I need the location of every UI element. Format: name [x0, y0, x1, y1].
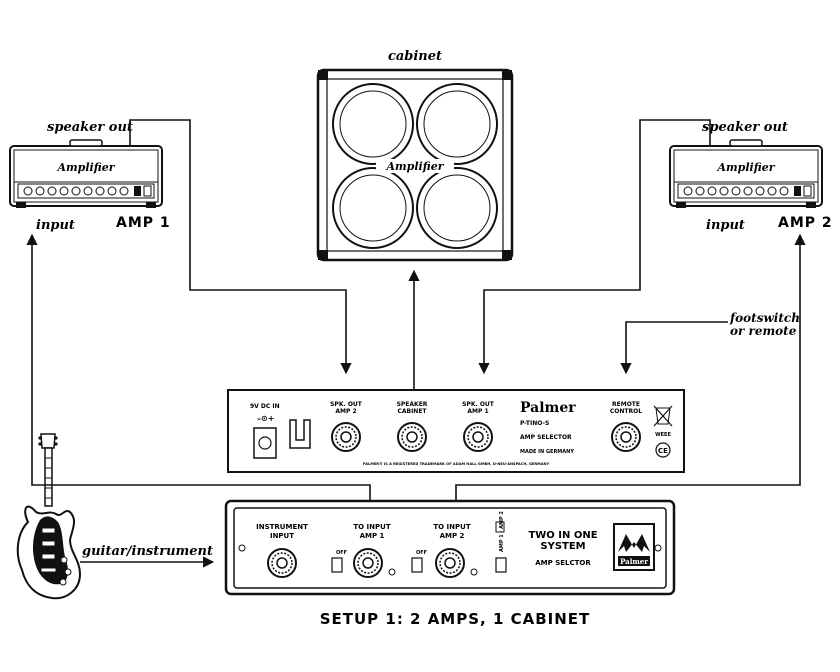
cable-amp1-to-selector: [129, 119, 352, 375]
ground-lift-switch-1: [331, 557, 343, 573]
cabinet-label: cabinet: [388, 49, 442, 64]
rear-subtitle: AMP SELECTOR: [520, 434, 572, 441]
to-amp1-label-1: TO INPUT: [353, 523, 390, 531]
amp2-label: AMP 2: [778, 215, 833, 231]
cable-amp2-to-selector: [478, 119, 711, 375]
speaker-cabinet-label-1: SPEAKER: [397, 401, 428, 408]
electric-guitar-icon: [16, 433, 82, 600]
speaker-cone: [416, 167, 498, 249]
speaker-cone: [332, 83, 414, 165]
rear-brand: Palmer: [520, 400, 576, 416]
to-amp1-jack: [353, 548, 383, 578]
cable-selector-to-amp2-input: [455, 233, 806, 501]
to-amp2-label-1: TO INPUT: [433, 523, 470, 531]
dc-polarity-icon: –⊙+: [257, 414, 274, 423]
cable-routing: [26, 119, 806, 568]
speaker-cone: [416, 83, 498, 165]
amp-head-2: Amplifier: [669, 139, 823, 209]
to-amp2-label-2: AMP 2: [440, 532, 465, 540]
rear-footer: PALMER® IS A REGISTERED TRADEMARK OF ADA…: [363, 462, 550, 466]
remote-control-label-1: REMOTE: [612, 401, 640, 408]
dc-in-label: 9V DC IN: [250, 403, 280, 410]
cable-selector-to-amp1-input: [26, 233, 371, 501]
input-label-left: input: [36, 218, 75, 233]
led-label-1: OFF: [336, 550, 347, 556]
amp1-led: [388, 568, 396, 576]
weee-label: WEEE: [655, 432, 671, 438]
palmer-logo-icon: Palmer: [613, 523, 655, 571]
cable-clip: [289, 419, 311, 449]
selector-rear-panel: 9V DC IN –⊙+ SPK. OUT AMP 2 SPEAKER CABI…: [227, 389, 685, 473]
speaker-out-label-right: speaker out: [702, 120, 788, 135]
amp-select-switch: [495, 557, 507, 573]
rear-model: P-TINO-S: [520, 420, 549, 427]
footswitch-label-1: footswitch: [729, 311, 800, 325]
spk-out-amp2-label-1: SPK. OUT: [330, 401, 363, 408]
instrument-input-jack: [267, 548, 297, 578]
speaker-cabinet: Amplifier: [316, 68, 514, 262]
diagram-caption: SETUP 1: 2 AMPS, 1 CABINET: [320, 610, 591, 628]
cable-remote: [620, 321, 728, 375]
rear-made-in: MADE IN GERMANY: [520, 449, 574, 455]
amp1-label: AMP 1: [116, 215, 171, 231]
to-amp2-jack: [435, 548, 465, 578]
front-title-1: TWO IN ONE: [528, 530, 597, 541]
weee-bin-icon: [653, 405, 673, 427]
remote-control-label-2: CONTROL: [610, 408, 642, 415]
input-label-right: input: [706, 218, 745, 233]
speaker-cabinet-label-2: CABINET: [397, 408, 427, 415]
front-title-2: SYSTEM: [540, 541, 585, 552]
led-label-2: OFF: [416, 550, 427, 556]
amp1-logo: Amplifier: [56, 161, 115, 174]
to-amp1-label-2: AMP 1: [360, 532, 385, 540]
spk-out-amp2-label-2: AMP 2: [335, 408, 356, 415]
amp-select-indicator: [495, 521, 505, 533]
front-subtitle: AMP SELCTOR: [535, 559, 591, 567]
spk-out-amp1-label-1: SPK. OUT: [462, 401, 495, 408]
spk-out-amp2-jack: [331, 422, 361, 452]
guitar-label: guitar/instrument: [82, 544, 213, 559]
spk-out-amp1-label-2: AMP 1: [467, 408, 488, 415]
spk-out-amp1-jack: [463, 422, 493, 452]
speaker-cabinet-jack: [397, 422, 427, 452]
instrument-input-label-1: INSTRUMENT: [256, 523, 308, 531]
speaker-cone: [332, 167, 414, 249]
cabinet-logo: Amplifier: [385, 160, 444, 173]
amp2-logo: Amplifier: [716, 161, 775, 174]
footswitch-label-2: or remote: [730, 324, 797, 338]
instrument-input-label-2: INPUT: [270, 532, 294, 540]
amp2-led: [470, 568, 478, 576]
amp-head-1: Amplifier: [9, 139, 163, 209]
remote-control-jack: [611, 422, 641, 452]
ce-mark-icon: [655, 442, 671, 458]
amp-select-labels: AMP 1 · AMP 2: [499, 511, 505, 552]
ground-lift-switch-2: [411, 557, 423, 573]
ce-mark-glyph: CE: [658, 447, 668, 455]
selector-front-panel: INSTRUMENT INPUT OFF TO INPUT AMP 1 OFF …: [224, 499, 676, 596]
speaker-out-label-left: speaker out: [47, 120, 133, 135]
front-brand: Palmer: [620, 557, 648, 566]
